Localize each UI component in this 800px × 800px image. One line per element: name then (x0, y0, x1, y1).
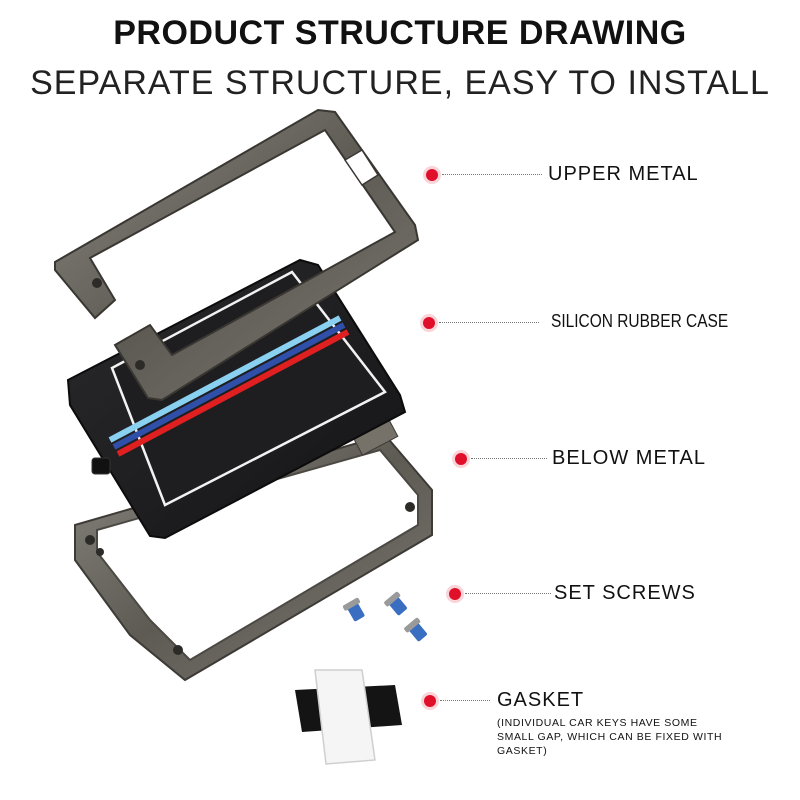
callout-marker-icon (424, 695, 436, 707)
label-set-screws: SET SCREWS (554, 582, 696, 604)
callout-silicon-rubber-case: SILICON RUBBER CASE (423, 308, 728, 338)
callout-gasket: GASKET (424, 686, 724, 716)
callout-set-screws: SET SCREWS (449, 579, 749, 609)
gasket-note: (INDIVIDUAL CAR KEYS HAVE SOME SMALL GAP… (497, 717, 723, 757)
callout-marker-icon (449, 588, 461, 600)
below-metal-frame (74, 416, 433, 682)
label-silicon-rubber-case: SILICON RUBBER CASE (551, 311, 729, 331)
silicon-rubber-case (66, 258, 407, 540)
label-below-metal: BELOW METAL (552, 447, 706, 469)
page-title: PRODUCT STRUCTURE DRAWING (113, 14, 687, 52)
upper-metal-frame (54, 108, 420, 402)
label-gasket: GASKET (497, 689, 585, 711)
page-subtitle: SEPARATE STRUCTURE, EASY TO INSTALL (30, 64, 770, 102)
callout-marker-icon (455, 453, 467, 465)
callout-marker-icon (426, 169, 438, 181)
set-screws (342, 591, 427, 642)
callout-marker-icon (423, 317, 435, 329)
callout-upper-metal: UPPER METAL (426, 160, 726, 190)
callout-below-metal: BELOW METAL (455, 444, 755, 474)
label-upper-metal: UPPER METAL (548, 163, 699, 185)
gasket (295, 669, 402, 765)
